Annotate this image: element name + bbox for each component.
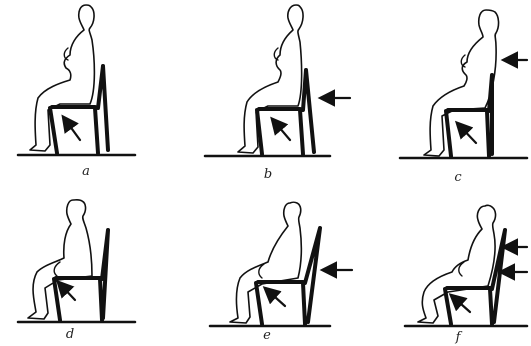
panel-b [205,5,350,156]
sitting-person-outline [230,202,301,323]
arrow-under-seat [273,120,290,140]
panel-a-label: a [82,164,90,179]
hand [54,262,60,276]
arrow-under-seat [452,296,470,312]
panel-c [400,10,527,158]
chair [54,230,108,320]
arrow-under-seat [458,124,476,143]
chair [256,228,320,324]
arrow-under-seat [64,118,80,140]
hand [64,48,68,60]
sitting-person-outline [30,5,94,151]
hand [461,55,465,67]
panel-e [210,202,352,326]
chair [257,70,314,154]
panel-e-label: e [263,328,271,343]
sitting-person-outline [28,200,92,319]
sitting-person-outline [238,5,303,153]
panel-d-label: d [66,327,74,342]
arrow-under-seat [59,283,75,300]
arrow-under-seat [266,289,285,306]
panel-b-label: b [264,167,272,182]
panel-a [18,5,135,155]
chair [446,75,492,156]
panel-c-label: c [454,170,461,185]
sitting-person-outline [418,205,496,323]
panel-f-label: f [456,330,461,345]
panel-d [18,200,135,322]
panel-f [405,205,527,326]
chair [445,230,505,324]
